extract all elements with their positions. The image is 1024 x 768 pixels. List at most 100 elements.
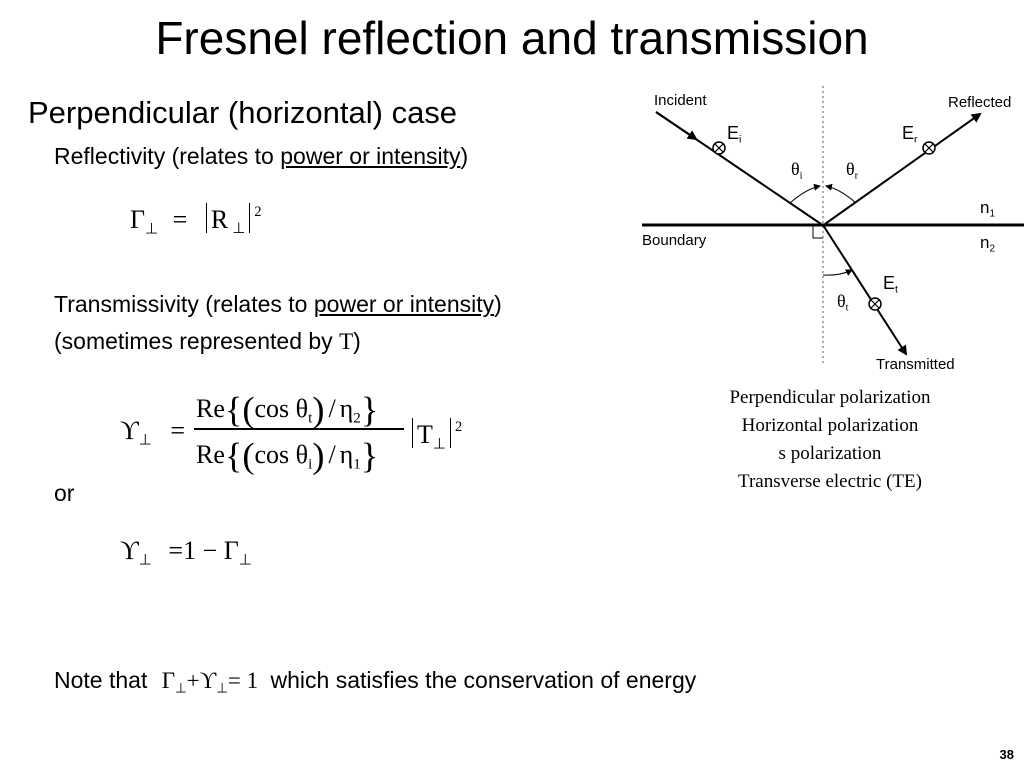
n2-subscript: 2 xyxy=(989,243,995,255)
fraction-denominator: Re{(cos θi)/η1} xyxy=(196,435,379,476)
theta-i-subscript: i xyxy=(308,456,313,473)
boundary-label: Boundary xyxy=(642,232,707,249)
er-symbol: E xyxy=(902,123,915,143)
real-part: Re xyxy=(196,440,225,469)
cos-theta-t: cos θ xyxy=(254,394,309,423)
note-prefix: (sometimes represented by xyxy=(54,328,340,354)
reflectivity-equation: Γ⊥ = R⊥2 xyxy=(130,195,261,246)
ei-subscript: i xyxy=(739,134,742,146)
gamma-symbol: Γ xyxy=(130,205,146,235)
theta-t-label: θt xyxy=(837,292,849,318)
upsilon-symbol: ϒ xyxy=(120,536,139,565)
upsilon-subscript: ⊥ xyxy=(138,432,152,449)
n1-label: n1 xyxy=(980,199,995,223)
t-subscript: ⊥ xyxy=(432,436,447,453)
equals-sign: = xyxy=(170,416,186,445)
eta-two-subscript: 2 xyxy=(353,410,361,427)
reflectivity-suffix: ) xyxy=(460,143,469,169)
theta-r-label: θr xyxy=(846,160,858,186)
r-symbol: R xyxy=(210,205,229,235)
theta-i-symbol: θ xyxy=(791,159,800,179)
er-subscript: r xyxy=(914,134,918,146)
ei-label: Ei xyxy=(727,124,741,150)
eta-one: η xyxy=(339,440,354,469)
et-label: Et xyxy=(883,274,898,300)
polarization-name: Perpendicular polarization xyxy=(729,387,931,408)
t-magnitude-squared: T⊥ 2 xyxy=(408,410,462,461)
power-two: 2 xyxy=(254,204,262,220)
t-symbol: T xyxy=(417,420,433,450)
n1-symbol: n xyxy=(980,198,990,217)
polarization-name: s polarization xyxy=(778,443,882,464)
transmissivity-suffix: ) xyxy=(494,291,502,317)
slide-title: Fresnel reflection and transmission xyxy=(155,12,869,64)
reflectivity-text: Reflectivity (relates to power or intens… xyxy=(54,141,468,171)
fraction-numerator: Re{(cos θt)/η2} xyxy=(196,389,379,430)
et-subscript: t xyxy=(895,284,898,296)
theta-r-subscript: r xyxy=(854,170,859,182)
transmissivity-prefix: Transmissivity (relates to xyxy=(54,291,314,317)
energy-note: Note that Γ⊥+ϒ⊥= 1 which satisfies the c… xyxy=(54,665,696,704)
alt-equation: ϒ⊥ =1 − Γ⊥ xyxy=(120,534,252,577)
theta-i-subscript: i xyxy=(799,170,803,182)
note-prefix: Note that xyxy=(54,667,148,693)
et-symbol: E xyxy=(883,273,896,293)
n1-subscript: 1 xyxy=(989,208,995,220)
polarization-name: Transverse electric (TE) xyxy=(738,471,922,492)
transmissivity-underlined: power or intensity xyxy=(313,291,495,317)
reflected-label: Reflected xyxy=(948,94,1012,111)
reflection-diagram-svg xyxy=(642,86,1024,366)
transmitted-ray xyxy=(822,224,908,356)
polarization-names: Perpendicular polarization Horizontal po… xyxy=(680,384,980,496)
one-minus-gamma: =1 − Γ xyxy=(168,536,239,565)
upsilon-subscript: ⊥ xyxy=(216,680,228,696)
theta-i-arc xyxy=(789,183,821,204)
abs-bar-left xyxy=(412,418,413,449)
transmitted-label: Transmitted xyxy=(876,356,955,373)
reflected-ray xyxy=(824,112,982,225)
theta-t-arc xyxy=(822,269,853,276)
r-subscript: ⊥ xyxy=(232,221,246,238)
gamma-subscript: ⊥ xyxy=(238,552,252,569)
transmissivity-lhs: ϒ⊥ = xyxy=(120,414,185,457)
t-symbol: T xyxy=(339,329,354,354)
note-suffix: which satisfies the conservation of ener… xyxy=(270,667,697,693)
incident-arrow xyxy=(655,111,698,141)
eta-two: η xyxy=(339,394,354,423)
divide-slash: / xyxy=(328,440,336,469)
equals-sign: = xyxy=(172,205,188,235)
abs-bar-right xyxy=(249,203,251,234)
note-suffix: ) xyxy=(353,328,361,354)
real-part: Re xyxy=(196,394,225,423)
abs-bar-left xyxy=(205,203,207,234)
ei-symbol: E xyxy=(727,123,740,143)
theta-t-subscript: t xyxy=(308,410,313,427)
theta-t-symbol: θ xyxy=(837,291,846,311)
divide-slash: / xyxy=(328,394,336,423)
section-heading: Perpendicular (horizontal) case xyxy=(28,95,458,130)
fraction-line xyxy=(194,428,404,430)
cos-theta-i: cos θ xyxy=(254,440,309,469)
page-number: 38 xyxy=(999,747,1014,762)
er-field-marker xyxy=(922,141,936,155)
reflectivity-underlined: power or intensity xyxy=(280,143,461,169)
reflection-diagram: Incident Reflected Transmitted Boundary … xyxy=(630,84,1024,384)
eta-one-subscript: 1 xyxy=(353,456,361,473)
upsilon-symbol: ϒ xyxy=(120,416,139,445)
ei-field-marker xyxy=(712,141,726,155)
gamma-subscript: ⊥ xyxy=(145,221,159,238)
transmissivity-note: (sometimes represented by T) xyxy=(54,326,361,357)
theta-i-label: θi xyxy=(791,160,803,186)
gamma-symbol: Γ xyxy=(161,668,176,693)
power-two: 2 xyxy=(455,419,463,435)
upsilon-symbol: ϒ xyxy=(199,668,217,693)
er-label: Er xyxy=(902,124,918,150)
transmissivity-text: Transmissivity (relates to power or inte… xyxy=(54,289,502,319)
polarization-name: Horizontal polarization xyxy=(741,415,919,436)
note-equation: Γ⊥+ϒ⊥= 1 xyxy=(161,668,259,696)
gamma-subscript: ⊥ xyxy=(175,680,187,696)
n2-symbol: n xyxy=(980,233,990,252)
incident-label: Incident xyxy=(654,92,707,109)
upsilon-subscript: ⊥ xyxy=(138,552,152,569)
equals-one: = 1 xyxy=(227,668,259,693)
